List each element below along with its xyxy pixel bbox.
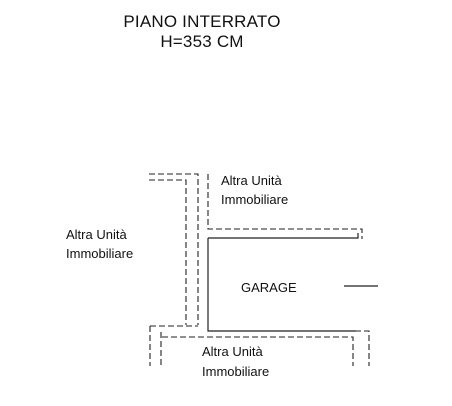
label-left-unit: Altra Unità Immobiliare [66, 227, 133, 261]
garage-wall-top [208, 233, 359, 239]
boundary-left-outer [149, 173, 199, 325]
plan-title-level: PIANO INTERRATO [123, 12, 281, 31]
boundary-top-right [207, 174, 363, 239]
plan-title: PIANO INTERRATO H=353 CM [0, 12, 404, 52]
garage-walls [207, 233, 378, 332]
boundary-left-inner [149, 179, 187, 325]
plan-title-height: H=353 CM [160, 32, 244, 51]
boundary-bottom [162, 336, 354, 366]
label-top-right-unit: Altra Unità Immobiliare [221, 173, 288, 207]
dashed-boundaries [149, 173, 370, 366]
garage-wall-outline [207, 238, 356, 332]
label-bottom-unit: Altra Unità Immobiliare [202, 344, 269, 379]
boundary-bottom-right [355, 330, 370, 366]
label-garage: GARAGE [241, 280, 297, 295]
